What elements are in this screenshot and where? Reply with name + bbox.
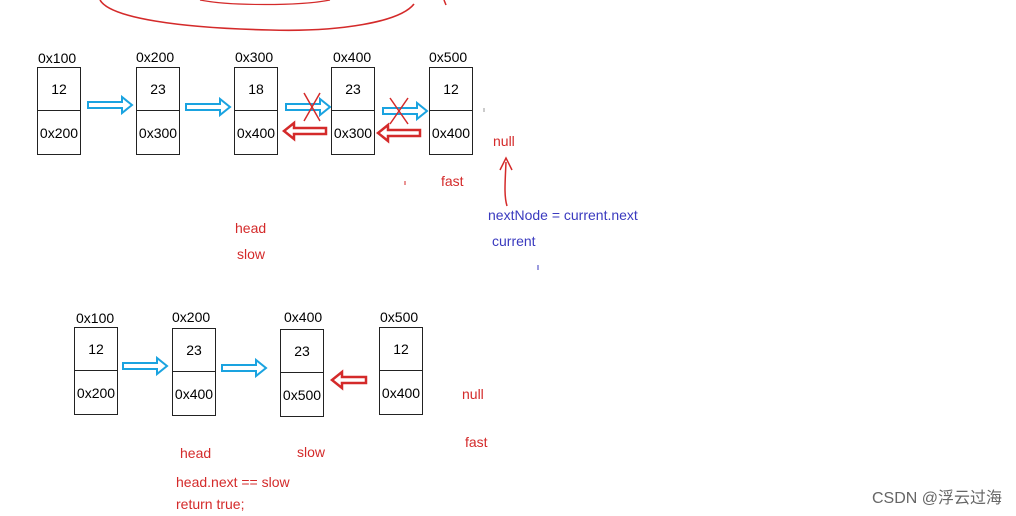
loop-scribble	[99, 0, 415, 32]
head-pointer-label: head	[180, 445, 212, 461]
arrow-right	[87, 94, 134, 116]
node-address: 0x500	[380, 309, 419, 325]
list-node: 12 0x200	[74, 327, 118, 415]
list-node: 23 0x400	[172, 328, 216, 416]
next-node-code: nextNode = current.next	[488, 207, 638, 223]
node-address: 0x300	[235, 49, 274, 65]
current-pointer-label: current	[492, 233, 536, 249]
node-next: 0x200	[39, 124, 79, 141]
list-node: 12 0x400	[429, 67, 473, 155]
node-address: 0x200	[136, 49, 175, 65]
watermark: CSDN @浮云过海	[871, 490, 1002, 507]
arrow-left	[375, 122, 422, 144]
list-node: 23 0x300	[331, 67, 375, 155]
node-next: 0x300	[333, 124, 373, 141]
node-value: 23	[332, 68, 374, 111]
node-address: 0x200	[172, 309, 211, 325]
arrow-right	[221, 357, 268, 379]
node-next: 0x400	[381, 384, 421, 401]
node-address: 0x400	[284, 309, 323, 325]
return-code: return true;	[176, 496, 245, 512]
arrow-left	[329, 369, 368, 391]
node-next: 0x400	[431, 124, 471, 141]
arrow-right	[122, 355, 169, 377]
node-next: 0x400	[174, 385, 214, 402]
list-node: 18 0x400	[234, 67, 278, 155]
list-node: 23 0x300	[136, 67, 180, 155]
node-value: 23	[137, 68, 179, 111]
node-value: 23	[281, 330, 323, 373]
node-value: 12	[380, 328, 422, 371]
cross-mark	[303, 92, 321, 122]
node-next: 0x400	[236, 124, 276, 141]
cross-mark	[389, 97, 409, 125]
node-address: 0x400	[333, 49, 372, 65]
node-next: 0x500	[282, 386, 322, 403]
slow-pointer-label: slow	[237, 246, 266, 262]
arrow-right	[382, 100, 429, 122]
head-pointer-label: head	[235, 220, 267, 236]
arrow-left	[281, 120, 328, 142]
arrow-right	[185, 96, 232, 118]
node-address: 0x100	[38, 50, 77, 66]
node-value: 23	[173, 329, 215, 372]
null-label: null	[493, 133, 515, 149]
list-node: 12 0x200	[37, 67, 81, 155]
null-label: null	[462, 386, 484, 402]
condition-code: head.next == slow	[176, 474, 290, 490]
node-value: 12	[430, 68, 472, 111]
fast-pointer-label: fast	[441, 173, 464, 189]
node-address: 0x100	[76, 310, 115, 326]
list-node: 23 0x500	[280, 329, 324, 417]
slow-pointer-label: slow	[297, 444, 326, 460]
list-node: 12 0x400	[379, 327, 423, 415]
fast-pointer-label: fast	[465, 434, 488, 450]
node-value: 12	[38, 68, 80, 111]
scribble-mark	[443, 0, 447, 6]
node-address: 0x500	[429, 49, 468, 65]
node-next: 0x200	[76, 384, 116, 401]
node-next: 0x300	[138, 124, 178, 141]
arrow-up	[499, 156, 513, 207]
node-value: 12	[75, 328, 117, 371]
arrow-right	[285, 96, 332, 118]
loop-scribble-inner	[199, 0, 331, 6]
node-value: 18	[235, 68, 277, 111]
